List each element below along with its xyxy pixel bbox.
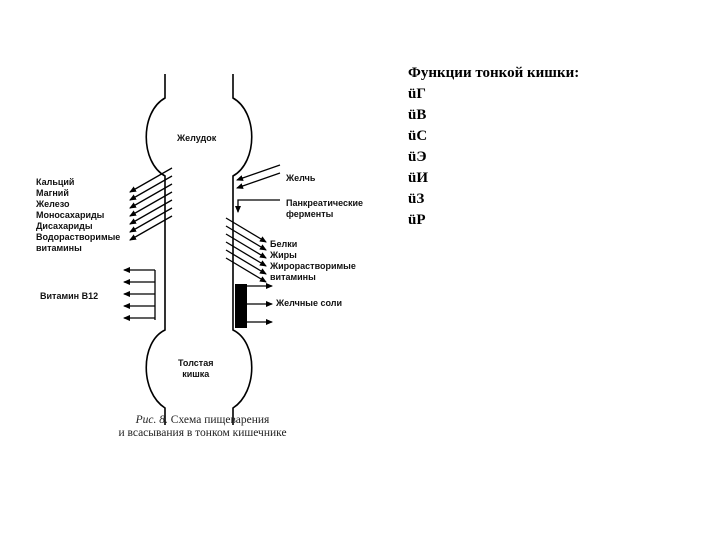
checkmark-icon: ü: [408, 86, 417, 102]
functions-title: Функции тонкой кишки:: [408, 65, 580, 81]
list-item: üЗ: [408, 189, 579, 210]
checkmark-icon: ü: [408, 191, 417, 207]
label-monosaccharides: Моносахариды: [36, 210, 105, 220]
b12-arrows: [123, 267, 156, 321]
bile-arrows: [236, 164, 281, 189]
list-item-text: Г: [416, 86, 426, 102]
pancreatic-arrow: [235, 199, 280, 213]
label-fat-soluble: Жирорастворимые: [270, 261, 356, 271]
intestine-right-wall: [232, 74, 253, 425]
caption-figure-number: Рис. 8.: [135, 414, 168, 426]
list-item-text: Р: [416, 212, 426, 228]
list-item-text: С: [416, 128, 428, 144]
stomach-label: Желудок: [177, 133, 217, 143]
list-item-text: И: [416, 170, 429, 186]
pancreatic-line-2: ферменты: [286, 209, 334, 219]
label-proteins: Белки: [270, 239, 298, 249]
list-item: üР: [408, 210, 579, 231]
right-labels: Белки Жиры Жирорастворимые витамины: [270, 239, 356, 283]
colon-label: Толстая кишка: [178, 358, 213, 380]
checkmark-icon: ü: [408, 128, 417, 144]
caption-line-1: Схема пищеварения: [170, 414, 270, 426]
checkmark-icon: ü: [408, 107, 417, 123]
list-item: üВ: [408, 105, 579, 126]
list-item: üЭ: [408, 147, 579, 168]
left-labels: Кальций Магний Железо Моносахариды Дисах…: [36, 177, 120, 254]
caption-line-2: и всасывания в тонком кишечнике: [118, 427, 287, 439]
list-item: üГ: [408, 84, 579, 105]
checkmark-icon: ü: [408, 212, 417, 228]
bile-salts-label: Желчные соли: [276, 298, 343, 308]
label-vitamins: витамины: [36, 243, 82, 253]
bile-salts-arrows: [247, 283, 273, 325]
label-magnesium: Магний: [36, 188, 69, 198]
list-item-text: Э: [416, 149, 427, 165]
functions-panel: Функции тонкой кишки: üГ üВ üС üЭ üИ üЗ …: [408, 62, 579, 231]
label-fats: Жиры: [270, 250, 297, 260]
b12-label: Витамин В12: [40, 291, 99, 301]
checkmark-icon: ü: [408, 149, 417, 165]
label-disaccharides: Дисахариды: [36, 221, 93, 231]
pancreatic-label: Панкреатические ферменты: [286, 198, 363, 220]
left-absorption-arrows: [129, 167, 173, 241]
list-item-text: З: [416, 191, 425, 207]
label-vitamins-2: витамины: [270, 272, 316, 282]
label-iron: Железо: [36, 199, 70, 209]
list-item-text: В: [416, 107, 427, 123]
figure-caption: Рис. 8. Схема пищеварения и всасывания в…: [95, 414, 310, 440]
colon-line-1: Толстая: [178, 358, 214, 368]
list-item: üИ: [408, 168, 579, 189]
label-water-soluble: Водорастворимые: [36, 232, 121, 242]
bile-salts-block: [235, 284, 247, 328]
colon-line-2: кишка: [182, 369, 210, 379]
intestine-left-wall: [145, 74, 166, 425]
pancreatic-line-1: Панкреатические: [286, 198, 364, 208]
label-calcium: Кальций: [36, 177, 75, 187]
list-item: üС: [408, 126, 579, 147]
bile-label: Желчь: [286, 173, 316, 183]
checkmark-icon: ü: [408, 170, 417, 186]
functions-list: üГ üВ üС üЭ üИ üЗ üР: [408, 84, 579, 231]
right-absorption-arrows: [225, 217, 267, 283]
